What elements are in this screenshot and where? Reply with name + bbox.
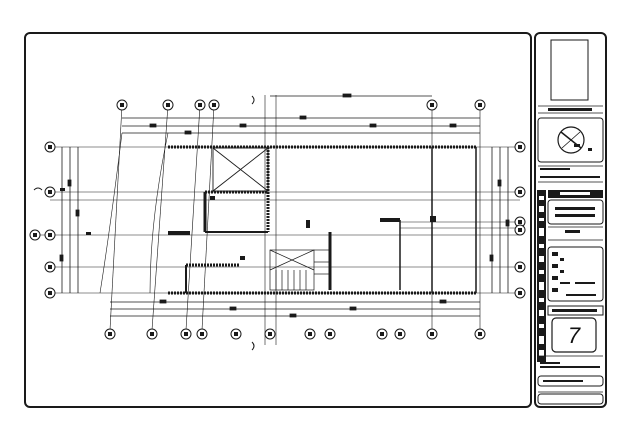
staircase bbox=[269, 249, 330, 291]
section-marker bbox=[33, 95, 255, 351]
void-x-mark bbox=[212, 147, 269, 192]
dimension-lines-sides bbox=[59, 147, 510, 293]
title-block-frame bbox=[534, 32, 607, 408]
floor-plan bbox=[35, 93, 520, 345]
grid-lines-horizontal bbox=[35, 146, 520, 294]
grid-bubbles bbox=[29, 99, 526, 340]
grid-lines-vertical bbox=[109, 95, 481, 345]
dimension-lines-top bbox=[122, 93, 480, 135]
building-walls bbox=[168, 145, 477, 295]
north-arrow-icon bbox=[537, 117, 604, 163]
sheet-number: 7 bbox=[567, 323, 581, 348]
grid-bubble-left bbox=[29, 141, 56, 299]
title-block bbox=[537, 39, 604, 405]
drawing-list bbox=[547, 246, 604, 302]
grid-bubble-bottom bbox=[104, 328, 486, 340]
drawing-frame bbox=[24, 32, 532, 408]
dimension-lines-bottom bbox=[110, 299, 480, 318]
key-plan bbox=[550, 39, 589, 101]
sheet-number-box bbox=[551, 317, 597, 353]
firm-logo-icon bbox=[537, 190, 546, 362]
grid-bubble-marks bbox=[33, 103, 522, 336]
fixtures bbox=[60, 188, 436, 260]
grid-bubble-top bbox=[116, 99, 486, 111]
